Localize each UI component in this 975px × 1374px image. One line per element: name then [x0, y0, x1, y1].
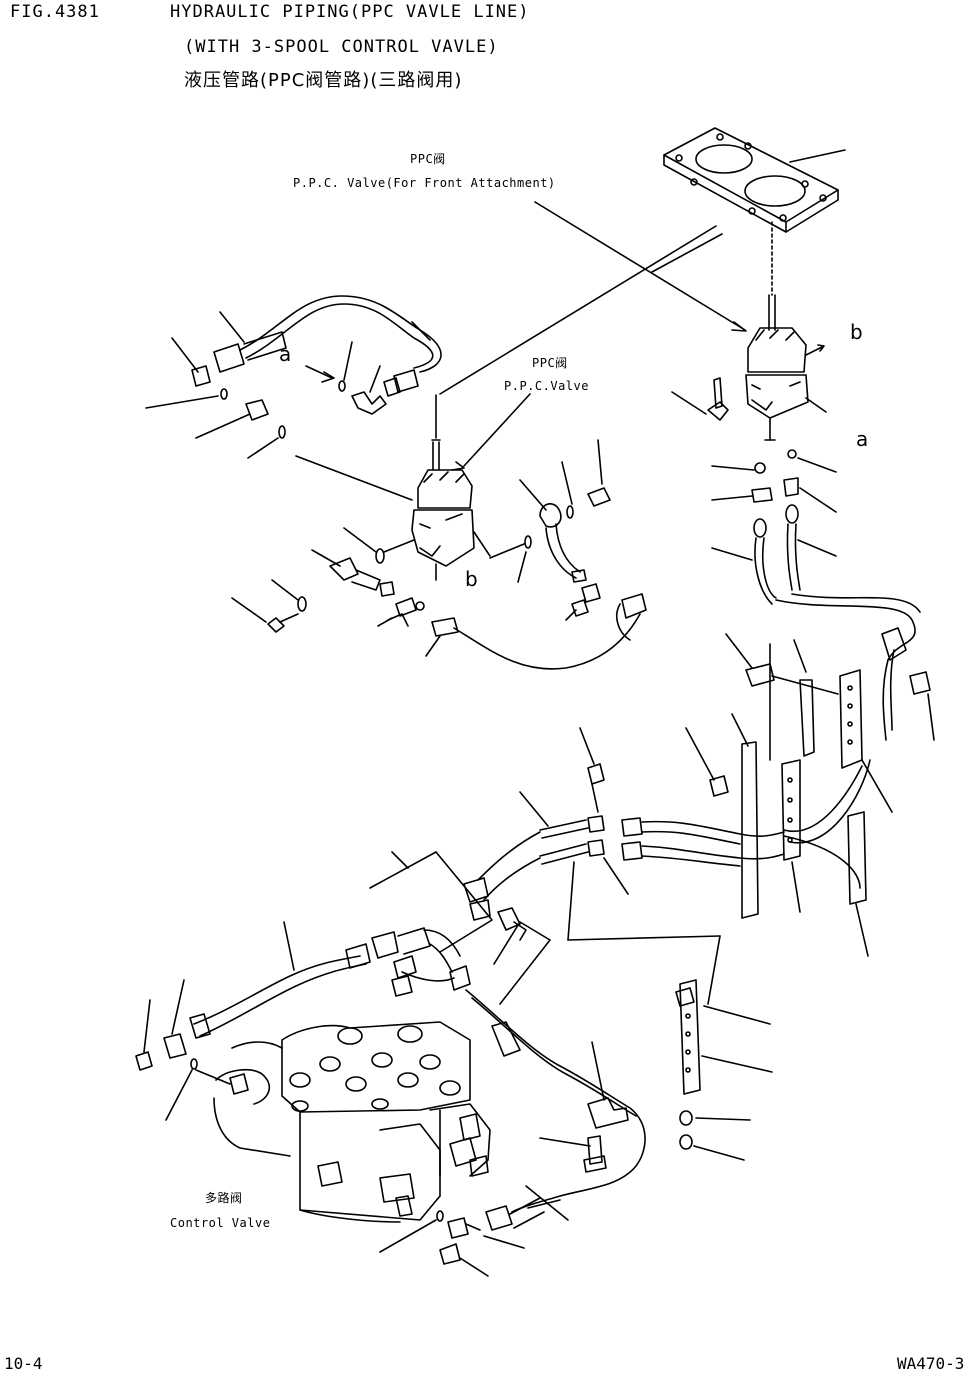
hose-pair-center: [622, 818, 784, 866]
ppc-valve-label: P.P.C.Valve: [504, 379, 589, 393]
callout-a-right: a: [856, 427, 869, 451]
callout-b-left: b: [465, 567, 478, 591]
control-valve-label-cn: 多路阀: [205, 1191, 243, 1205]
bolt: [672, 378, 728, 420]
callout-b-top: b: [850, 320, 863, 344]
control-valve-label: Control Valve: [170, 1216, 271, 1230]
fittings-middle-right: [490, 440, 610, 620]
fittings-right: [712, 450, 836, 604]
fittings-center: [372, 878, 526, 996]
fittings-left: [136, 980, 197, 1120]
callout-a-left: a: [279, 342, 292, 366]
ppc-valve-label-cn: PPC阀: [532, 356, 568, 370]
figure-number: FIG.4381: [10, 2, 100, 22]
control-valve: [196, 1022, 490, 1222]
figure-subtitle: (WITH 3-SPOOL CONTROL VAVLE): [184, 37, 499, 57]
ppc-valve: [412, 395, 474, 580]
page-number: 10-4: [4, 1354, 43, 1373]
fittings-upper-left: [146, 338, 386, 458]
ppc-valve-front-label: P.P.C. Valve(For Front Attachment): [293, 176, 556, 190]
figure-title: HYDRAULIC PIPING(PPC VAVLE LINE): [170, 2, 530, 22]
hose-pair-left: [478, 728, 720, 1004]
fittings-middle-left: [232, 528, 458, 656]
model-code: WA470-3: [897, 1354, 965, 1373]
fittings-bottom: [380, 1042, 628, 1276]
mounting-plate: [664, 128, 845, 232]
ppc-valve-front-label-cn: PPC阀: [410, 152, 446, 166]
bracket-plate-lower: [676, 980, 772, 1160]
ppc-valve-front-attachment: [746, 328, 826, 440]
bracket-and-manifold: [686, 634, 934, 956]
figure-subtitle-chinese: 液压管路(PPC阀管路)(三路阀用): [184, 70, 463, 91]
upper-left-hose: [214, 296, 441, 396]
